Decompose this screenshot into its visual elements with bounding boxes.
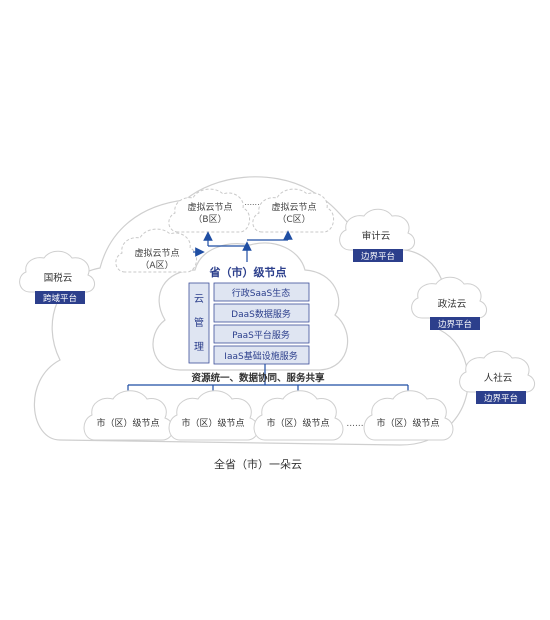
side-cloud-name-zhengfa: 政法云 bbox=[438, 298, 467, 310]
tag-box-guoshui bbox=[35, 291, 85, 304]
virtual-ellipsis: ...... bbox=[244, 198, 259, 207]
side-cloud-guoshui bbox=[19, 250, 95, 293]
virtual-c-line1: 虚拟云节点 bbox=[271, 201, 316, 213]
resource-text: 资源统一、数据协同、服务共享 bbox=[191, 372, 325, 384]
service-label-iaas: IaaS基础设施服务 bbox=[224, 350, 297, 362]
virtual-c-line2: （C区） bbox=[277, 214, 310, 225]
side-cloud-tag-shenji: 边界平台 bbox=[361, 251, 395, 262]
city-node-label-2: 市（区）级节点 bbox=[181, 417, 244, 429]
city-node-label-1: 市（区）级节点 bbox=[96, 417, 159, 429]
city-cloud-3 bbox=[253, 390, 344, 441]
service-box-daas bbox=[213, 303, 310, 323]
city-node-label-3: 市（区）级节点 bbox=[266, 417, 329, 429]
virtual-a-line1: 虚拟云节点 bbox=[134, 247, 179, 259]
service-box-paas bbox=[213, 324, 310, 344]
side-cloud-tag-zhengfa: 边界平台 bbox=[438, 319, 472, 330]
cloud-mgmt-box bbox=[188, 282, 210, 364]
service-label-daas: DaaS数据服务 bbox=[231, 308, 291, 320]
cloud-mgmt-char-2: 管 bbox=[194, 316, 204, 329]
service-box-iaas bbox=[213, 345, 310, 365]
side-cloud-zhengfa bbox=[411, 276, 487, 319]
cloud-mgmt-char-3: 理 bbox=[194, 341, 204, 353]
side-cloud-tag-guoshui: 跨域平台 bbox=[43, 293, 77, 304]
virtual-cloud-c bbox=[252, 188, 334, 233]
service-label-paas: PaaS平台服务 bbox=[232, 329, 290, 341]
virtual-cloud-b bbox=[168, 188, 250, 233]
side-cloud-name-guoshui: 国税云 bbox=[44, 272, 73, 284]
diagram-title: 全省（市）一朵云 bbox=[214, 457, 302, 471]
side-cloud-shenji bbox=[339, 208, 415, 251]
service-box-saas bbox=[213, 282, 310, 302]
side-cloud-tag-renshe: 边界平台 bbox=[484, 393, 518, 404]
virtual-b-line1: 虚拟云节点 bbox=[187, 201, 232, 213]
virtual-cloud-a bbox=[115, 228, 197, 273]
tag-box-renshe bbox=[476, 391, 526, 404]
virtual-a-line2: （A区） bbox=[140, 260, 173, 271]
cloud-mgmt-char-1: 云 bbox=[194, 294, 204, 305]
side-cloud-name-shenji: 审计云 bbox=[362, 230, 391, 242]
province-node-title: 省（市）级节点 bbox=[209, 265, 287, 279]
service-label-saas: 行政SaaS生态 bbox=[232, 287, 290, 299]
city-node-label-4: 市（区）级节点 bbox=[376, 417, 439, 429]
side-cloud-renshe bbox=[459, 350, 535, 393]
city-cloud-4 bbox=[363, 390, 454, 441]
virtual-b-line2: （B区） bbox=[193, 214, 226, 225]
tag-box-zhengfa bbox=[430, 317, 480, 330]
city-ellipsis: ...... bbox=[346, 419, 363, 429]
side-cloud-name-renshe: 人社云 bbox=[484, 372, 513, 384]
tag-box-shenji bbox=[353, 249, 403, 262]
